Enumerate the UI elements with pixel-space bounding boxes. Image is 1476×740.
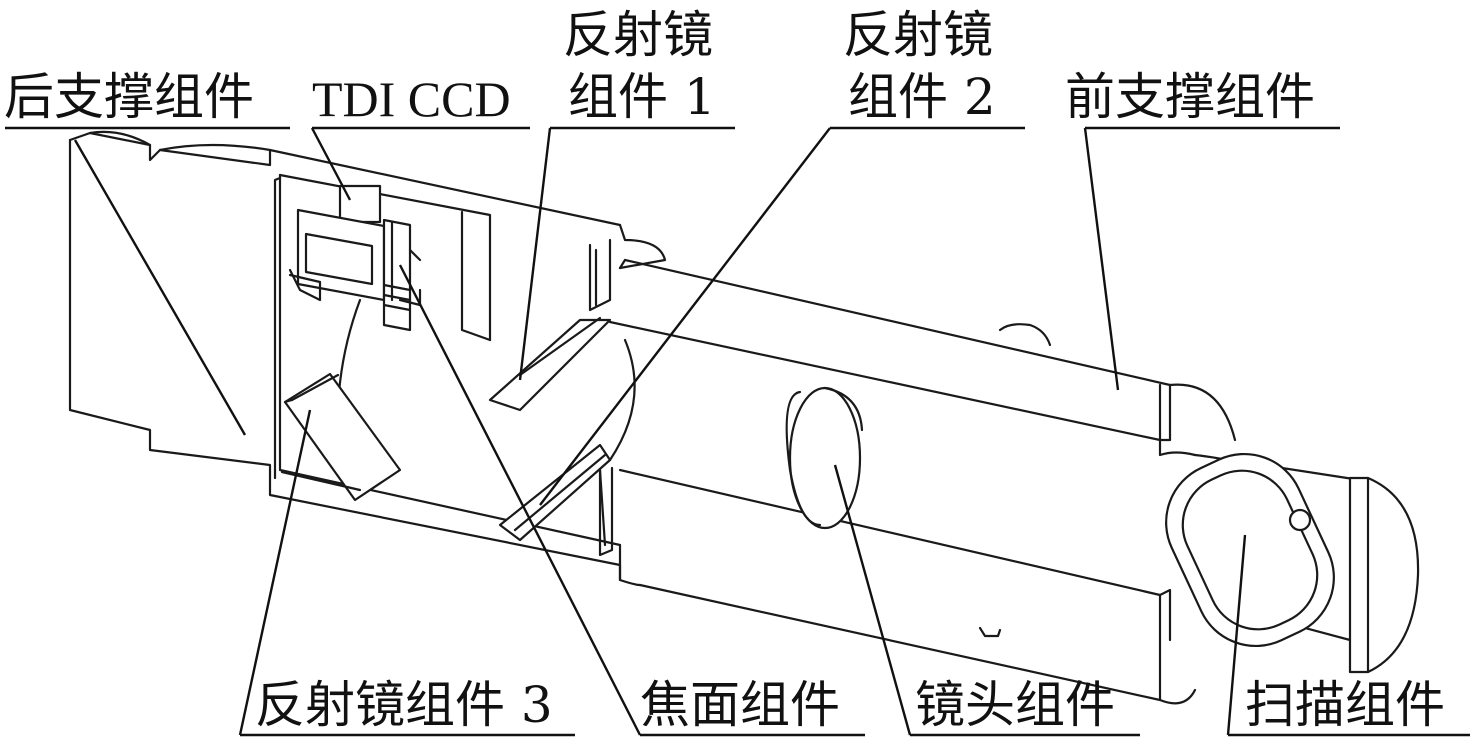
label-mirror-1-line2: 组件 1 xyxy=(568,68,716,126)
scan-assembly xyxy=(1165,452,1420,674)
label-front-support: 前支撑组件 xyxy=(1065,68,1315,126)
focal-plane-assembly xyxy=(288,184,422,332)
label-lens: 镜头组件 xyxy=(915,676,1115,734)
leader-lines xyxy=(5,126,1470,737)
label-scan: 扫描组件 xyxy=(1245,676,1445,734)
label-mirror-2-line1: 反射镜 xyxy=(843,6,993,64)
barrel-body xyxy=(608,258,1172,702)
mirror-assembly-3 xyxy=(280,372,402,502)
label-rear-support: 后支撑组件 xyxy=(4,68,254,126)
label-focal-plane: 焦面组件 xyxy=(640,676,840,734)
label-mirror-2-line2: 组件 2 xyxy=(848,68,996,126)
label-mirror-3: 反射镜组件 3 xyxy=(255,676,553,734)
leader-tdi-ccd xyxy=(310,127,352,201)
label-mirror-1-line1: 反射镜 xyxy=(563,6,713,64)
label-tdi-ccd: TDI CCD xyxy=(312,71,511,127)
mid-section-body xyxy=(488,223,667,587)
